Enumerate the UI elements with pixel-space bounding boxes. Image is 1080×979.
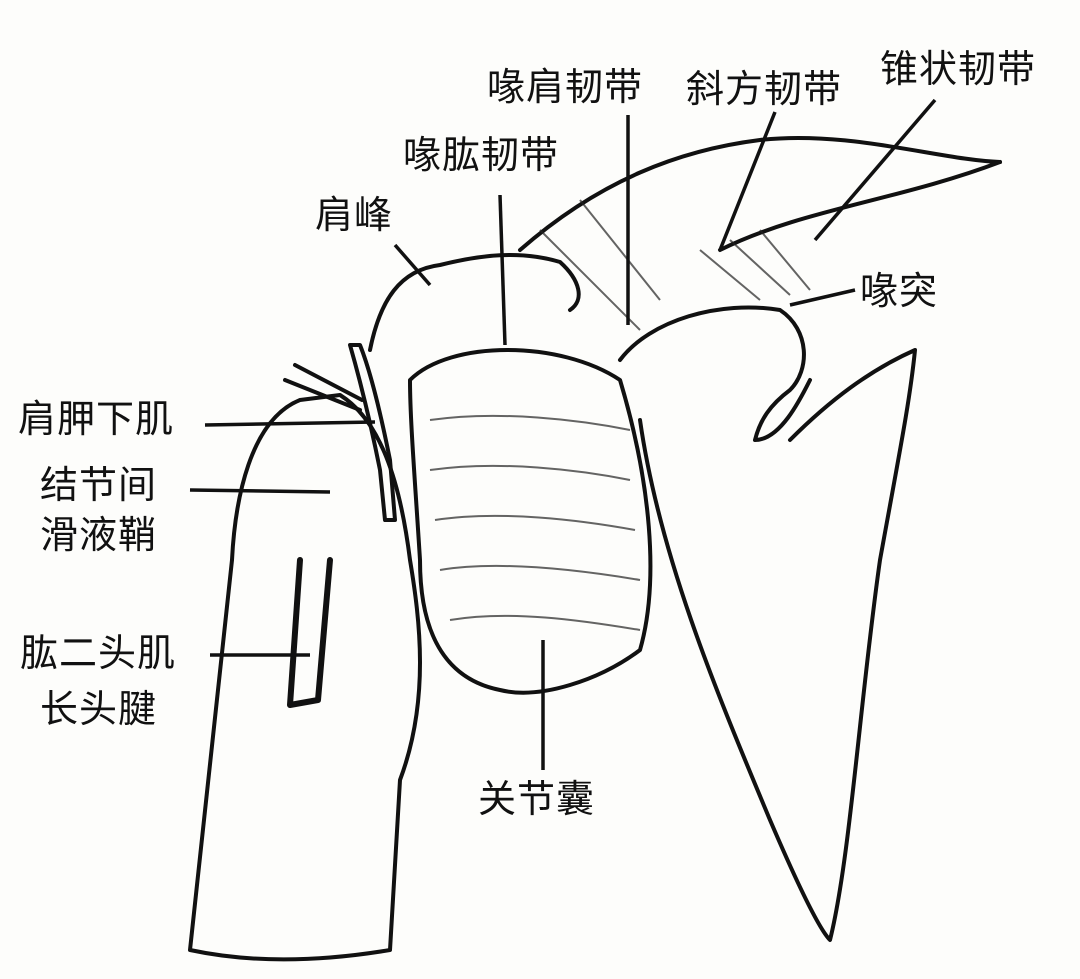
acromion-outline bbox=[368, 252, 581, 352]
humerus-outline bbox=[188, 393, 422, 962]
label-coracoid-process: 喙突 bbox=[860, 269, 939, 313]
label-biceps-tendon-1: 肱二头肌 bbox=[20, 631, 177, 675]
label-biceps-tendon-2: 长头腱 bbox=[40, 687, 158, 731]
coracoid-outline bbox=[618, 305, 812, 442]
leader-lines bbox=[189, 98, 937, 770]
label-trapezoid-ligament: 斜方韧带 bbox=[686, 67, 843, 111]
scapula-outline bbox=[638, 348, 917, 942]
label-intertubercular-sheath-1: 结节间 bbox=[40, 463, 158, 507]
label-conoid-ligament: 锥状韧带 bbox=[880, 47, 1037, 91]
label-acromion: 肩峰 bbox=[315, 193, 394, 237]
joint-capsule-outline bbox=[408, 348, 653, 695]
label-intertubercular-sheath-2: 滑液鞘 bbox=[40, 513, 158, 557]
clavicle-outline bbox=[518, 135, 1002, 252]
label-coracoacromial-ligament: 喙肩韧带 bbox=[487, 65, 644, 109]
label-joint-capsule: 关节囊 bbox=[478, 777, 596, 821]
label-subscapularis: 肩胛下肌 bbox=[18, 397, 175, 441]
label-coracohumeral-ligament: 喙肱韧带 bbox=[403, 133, 560, 177]
